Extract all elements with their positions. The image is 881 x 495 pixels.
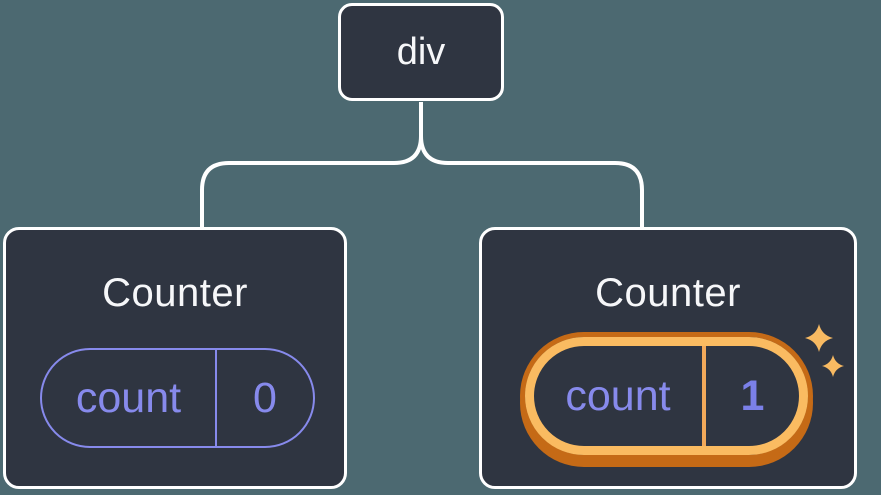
pill-divider xyxy=(702,346,706,446)
root-node-div: div xyxy=(338,3,504,101)
counter-card-right: Counter count 1 xyxy=(479,227,857,489)
state-value: 0 xyxy=(253,373,277,422)
component-title: Counter xyxy=(595,271,741,315)
counter-card-left: Counter count 0 xyxy=(3,227,347,489)
state-key: count xyxy=(565,371,671,420)
sparkles-icon xyxy=(805,324,844,377)
pill-divider xyxy=(215,350,217,446)
sparkle-small xyxy=(822,355,844,377)
state-value: 1 xyxy=(740,371,765,420)
root-node-label: div xyxy=(396,31,446,73)
component-title: Counter xyxy=(102,271,248,315)
connector-branch-left xyxy=(200,102,423,230)
state-pill-right-highlighted: count 1 xyxy=(525,337,808,455)
state-key: count xyxy=(75,373,182,422)
connector-branch-right xyxy=(419,102,644,230)
sparkle-large xyxy=(805,324,833,352)
state-pill-left: count 0 xyxy=(40,348,315,448)
